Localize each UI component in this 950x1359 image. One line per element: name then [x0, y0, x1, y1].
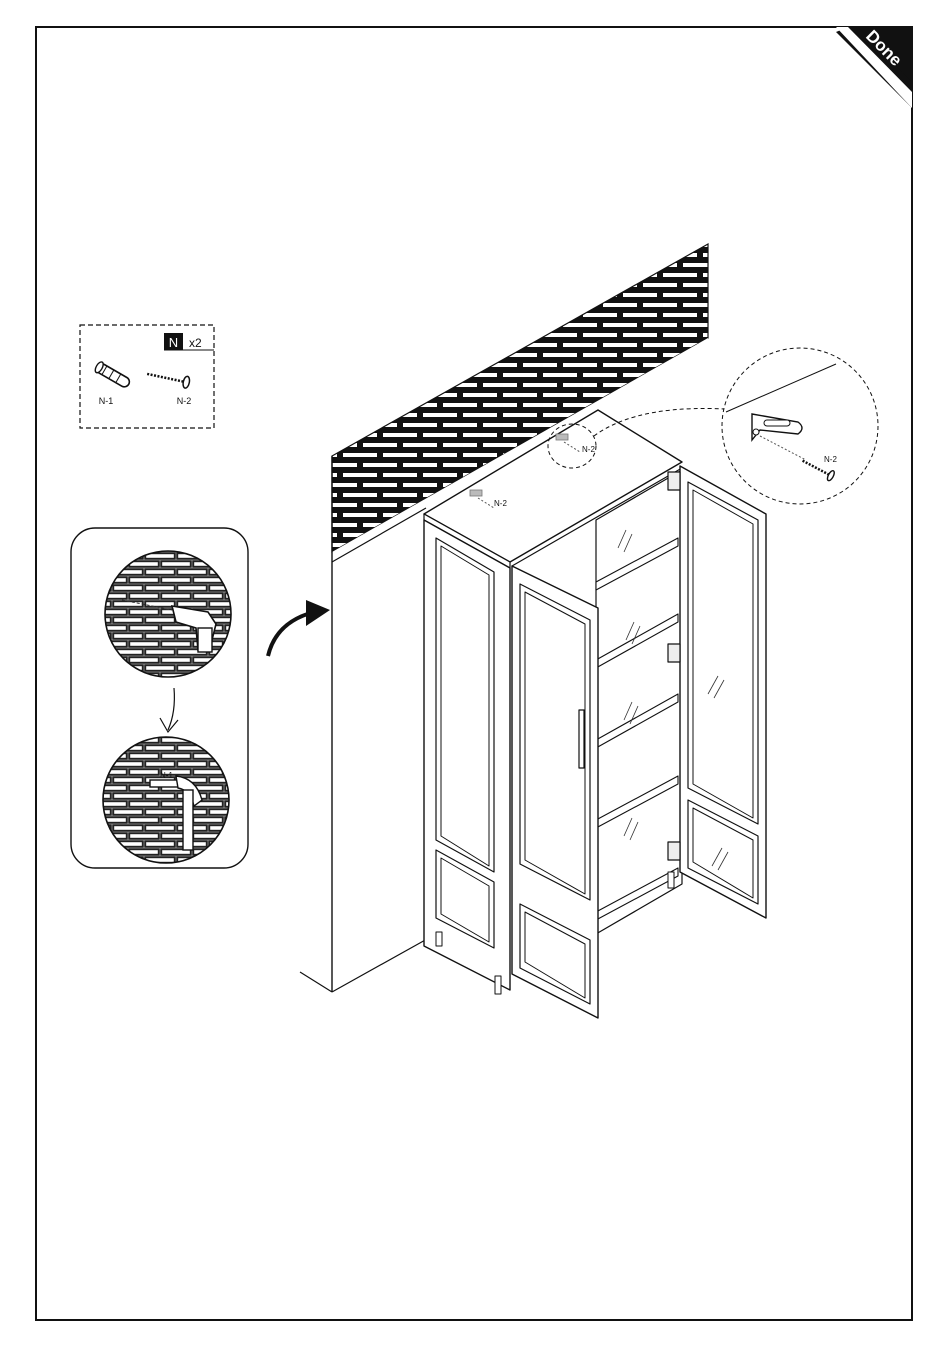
bracket-detail-circle: N-2 [722, 348, 878, 504]
drill-instructions-panel: N-1 [71, 528, 248, 872]
part-n2-label: N-2 [177, 396, 192, 406]
door-handle [579, 710, 584, 768]
curved-arrow-icon [268, 600, 330, 656]
part-n1-label: N-1 [99, 396, 114, 406]
top-center-screw-label: N-2 [582, 445, 595, 454]
top-left-screw-label: N-2 [494, 499, 507, 508]
drill-step-plug-label: N-1 [160, 771, 173, 780]
part-letter: N [169, 335, 178, 350]
detail-screw-label: N-2 [824, 455, 837, 464]
done-corner-tag: Done [836, 26, 912, 108]
cabinet [424, 410, 766, 1018]
part-quantity: x2 [189, 336, 202, 350]
wall-plug-anchor-icon [94, 361, 132, 390]
screw-icon [146, 368, 191, 389]
parts-box: N x2 N-1 N-2 [80, 325, 214, 428]
